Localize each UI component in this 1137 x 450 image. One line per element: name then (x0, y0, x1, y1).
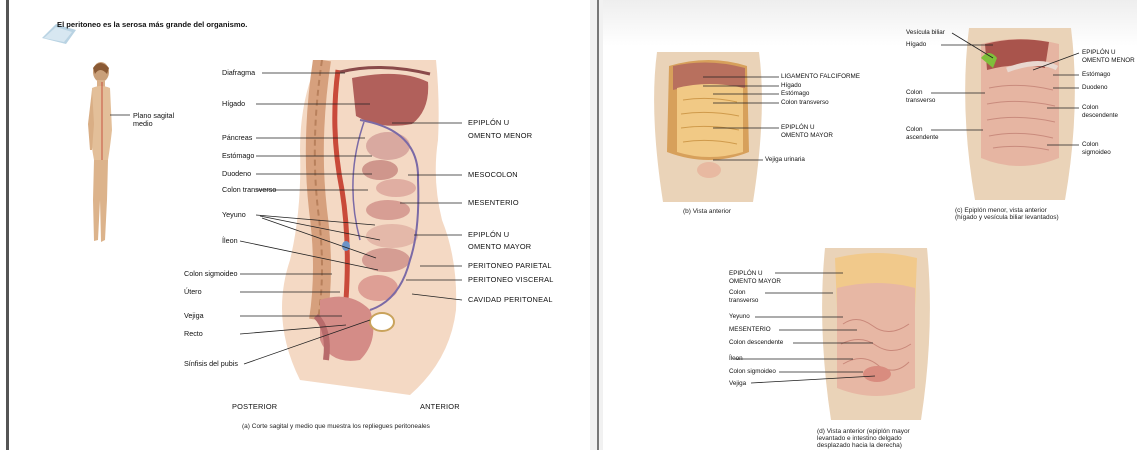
label-epiplon-mayor-2: OMENTO MAYOR (468, 243, 531, 252)
label-anterior: ANTERIOR (420, 403, 460, 412)
d-label-epiplon-1: EPIPLÓN U (729, 270, 763, 278)
label-sinfisis-pubis: Sínfisis del pubis (184, 360, 238, 369)
label-epiplon-menor-2: OMENTO MENOR (468, 132, 532, 141)
center-divider (597, 0, 599, 450)
label-peritoneo-visceral: PERITONEO VISCERAL (468, 276, 554, 285)
d-label-colon-descendente: Colon descendente (729, 339, 783, 347)
d-label-transverso: transverso (729, 297, 758, 305)
label-utero: Útero (184, 288, 202, 297)
label-peritoneo-parietal: PERITONEO PARIETAL (468, 262, 552, 271)
d-label-colon: Colon (729, 289, 745, 297)
label-posterior: POSTERIOR (232, 403, 277, 412)
label-higado: Hígado (222, 100, 245, 109)
d-label-epiplon-2: OMENTO MAYOR (729, 278, 781, 286)
label-pancreas: Páncreas (222, 134, 252, 143)
label-mesenterio: MESENTERIO (468, 199, 519, 208)
label-recto: Recto (184, 330, 203, 339)
label-colon-sigmoideo: Colon sigmoideo (184, 270, 238, 279)
d-label-colon-sigmoideo: Colon sigmoideo (729, 368, 776, 376)
label-vejiga: Vejiga (184, 312, 204, 321)
label-duodeno: Duodeno (222, 170, 251, 179)
figure-a-leader-lines (0, 0, 590, 450)
label-ileon: Íleon (222, 237, 238, 246)
label-yeyuno: Yeyuno (222, 211, 246, 220)
label-diafragma: Diafragma (222, 69, 255, 78)
caption-d-3: desplazado hacia la derecha) (817, 442, 902, 450)
label-colon-transverso: Colon transverso (222, 186, 276, 195)
d-label-mesenterio: MESENTERIO (729, 326, 771, 334)
caption-a: (a) Corte sagital y medio que muestra lo… (242, 423, 430, 431)
left-border (6, 0, 9, 450)
d-label-yeyuno: Yeyuno (729, 313, 750, 321)
label-epiplon-mayor-1: EPIPLÓN U (468, 231, 509, 240)
label-mesocolon: MESOCOLON (468, 171, 518, 180)
figures-bcd-panel: LIGAMENTO FALCIFORME Hígado Estómago Col… (603, 0, 1137, 450)
figure-a-panel: El peritoneo es la serosa más grande del… (0, 0, 590, 450)
label-epiplon-menor-1: EPIPLÓN U (468, 119, 509, 128)
d-label-ileon: Íleon (729, 355, 743, 363)
figure-d-leader-lines (603, 0, 1137, 450)
label-estomago: Estómago (222, 152, 254, 161)
d-label-vejiga: Vejiga (729, 380, 746, 388)
label-cavidad-peritoneal: CAVIDAD PERITONEAL (468, 296, 553, 305)
